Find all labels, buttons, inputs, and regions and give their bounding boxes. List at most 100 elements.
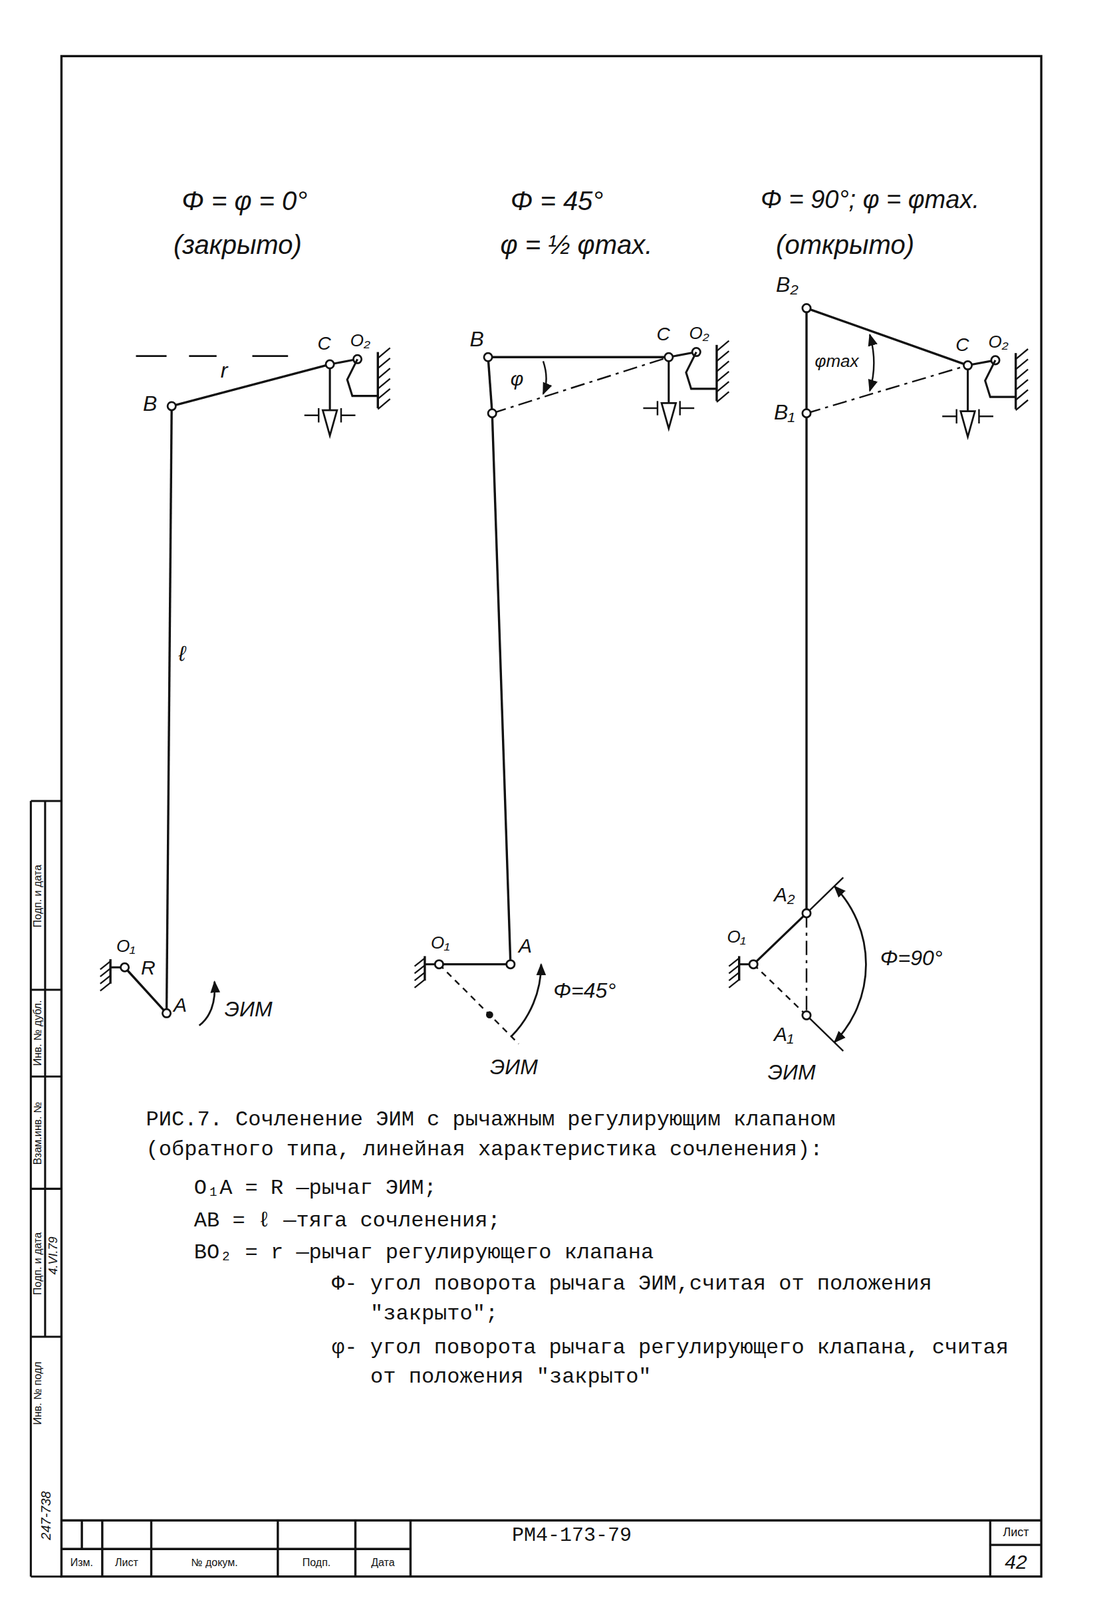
angle-label: φ (510, 368, 524, 390)
legend-line: Φ- угол поворота рычага ЭИМ,считая от по… (331, 1269, 1037, 1330)
point-label: O₁ (430, 934, 450, 953)
linkage-closed-part (135, 355, 167, 358)
actuator-label: ЭИМ (490, 1056, 538, 1080)
point-label: B₁ (773, 401, 795, 425)
linkage-closed-part (304, 347, 391, 436)
length-label: r (220, 359, 229, 383)
legend-line: O₁A = R —рычаг ЭИМ; (194, 1174, 437, 1205)
legend-line: BO₂ = r —рычаг регулирующего клапана (194, 1238, 654, 1269)
sheet-number: 42 (1004, 1551, 1027, 1574)
title-cell: Лист (115, 1557, 139, 1570)
linkage-open-part (805, 308, 808, 914)
point-label: A (518, 935, 532, 957)
angle-heading: Φ = 90°; φ = φmax. (760, 186, 980, 214)
document-code: РМ4-173-79 (511, 1521, 632, 1550)
point-label: C (656, 324, 670, 344)
sheet-frame (61, 55, 1042, 1577)
linkage-half-open-part (492, 357, 669, 413)
angle-heading: Φ = φ = 0° (181, 186, 308, 215)
point-label: O₂ (988, 333, 1009, 352)
point-label: O₁ (726, 928, 746, 947)
linkage-closed-part (166, 406, 173, 1014)
point-label: O₁ (116, 937, 135, 956)
point-label: C (955, 335, 969, 355)
linkage-half-open-part (488, 356, 669, 359)
stamp-strip-part (30, 1188, 62, 1191)
stamp-value: 4.VI.79 (46, 1236, 60, 1275)
linkage-half-open-part (488, 357, 493, 413)
stamp-field: Инв. № дубл. (31, 1000, 44, 1067)
stamp-strip-part (30, 988, 62, 991)
angle-label: Φ=45° (553, 980, 616, 1003)
position-note: (открыто) (775, 230, 915, 259)
linkage-open-part (805, 913, 808, 1016)
sheet-frame-part (276, 1520, 279, 1577)
title-cell: Подп. (302, 1557, 332, 1570)
title-cell: № докум. (190, 1557, 238, 1570)
angle-label: φmax (814, 352, 859, 371)
linkage-closed-part (162, 1009, 171, 1018)
linkage-open-part (834, 886, 866, 1043)
angle-heading: φ = ½ φmax. (499, 230, 653, 259)
linkage-half-open-part (506, 960, 515, 969)
sheet-frame-part (101, 1520, 104, 1577)
sheet-frame-part (150, 1520, 153, 1577)
linkage-open-part (802, 1011, 811, 1020)
linkage-closed-part (171, 364, 330, 407)
linkage-half-open-part (414, 956, 444, 989)
point-label: A₂ (773, 884, 795, 906)
linkage-open-part (728, 956, 758, 989)
stamp-field: Взам.инв. № (31, 1101, 44, 1165)
linkage-half-open-part (642, 341, 729, 429)
stamp-strip-part (30, 799, 62, 802)
sheet-frame-part (990, 1543, 1042, 1546)
linkage-half-open-part (511, 964, 542, 1038)
stamp-strip (30, 801, 62, 1578)
linkage-closed-part (188, 355, 217, 358)
sheet-frame-part (61, 1519, 1042, 1522)
point-label: B (469, 328, 484, 352)
legend-line: AB = ℓ —тяга сочленения; (194, 1206, 501, 1237)
title-cell: Лист (1002, 1526, 1029, 1540)
point-label: A (173, 994, 187, 1016)
angle-label: Φ=90° (880, 947, 943, 971)
linkage-open-part (806, 877, 844, 914)
linkage-closed-part (167, 402, 176, 411)
linkage-open-part (802, 303, 811, 312)
legend-line: φ- угол поворота рычага регулирующего кл… (331, 1333, 1037, 1394)
title-cell: Изм. (70, 1557, 94, 1570)
linkage-open-part (869, 335, 874, 391)
linkage-closed-part (251, 355, 288, 358)
linkage-half-open-part (438, 963, 510, 966)
stamp-value: 247-738 (39, 1491, 54, 1541)
point-label: B (142, 392, 157, 416)
actuator-label: ЭИМ (224, 998, 273, 1022)
linkage-half-open-part (484, 353, 493, 362)
linkage-closed (100, 347, 391, 1026)
linkage-half-open-part (543, 361, 547, 394)
stamp-field: Инв. № подл (31, 1362, 44, 1426)
point-label: O₂ (689, 324, 710, 343)
stamp-strip-part (30, 1335, 62, 1338)
angle-heading: Φ = 45° (510, 186, 604, 215)
linkage-half-open-part (486, 1011, 494, 1019)
stamp-field: Подп. и дата (31, 865, 44, 928)
linkage-open-part (753, 913, 807, 965)
linkage-open-part (753, 964, 807, 1016)
linkage-open-part (802, 909, 811, 918)
sheet-frame-part (61, 1548, 411, 1551)
point-label: A₁ (773, 1023, 794, 1046)
stamp-strip-part (30, 1575, 62, 1578)
point-label: C (317, 333, 332, 354)
stamp-strip-part (30, 1075, 62, 1078)
stamp-field: Подп. и дата (31, 1232, 44, 1296)
position-note: (закрыто) (173, 230, 302, 259)
point-label: O₂ (350, 331, 371, 350)
length-label: R (140, 957, 156, 979)
linkage-half-open-part (492, 413, 511, 965)
linkage-half-open-part (438, 964, 519, 1045)
linkage-half-open-part (488, 409, 497, 418)
sheet-frame-part (989, 1520, 992, 1577)
stamp-strip-part (43, 801, 46, 1338)
